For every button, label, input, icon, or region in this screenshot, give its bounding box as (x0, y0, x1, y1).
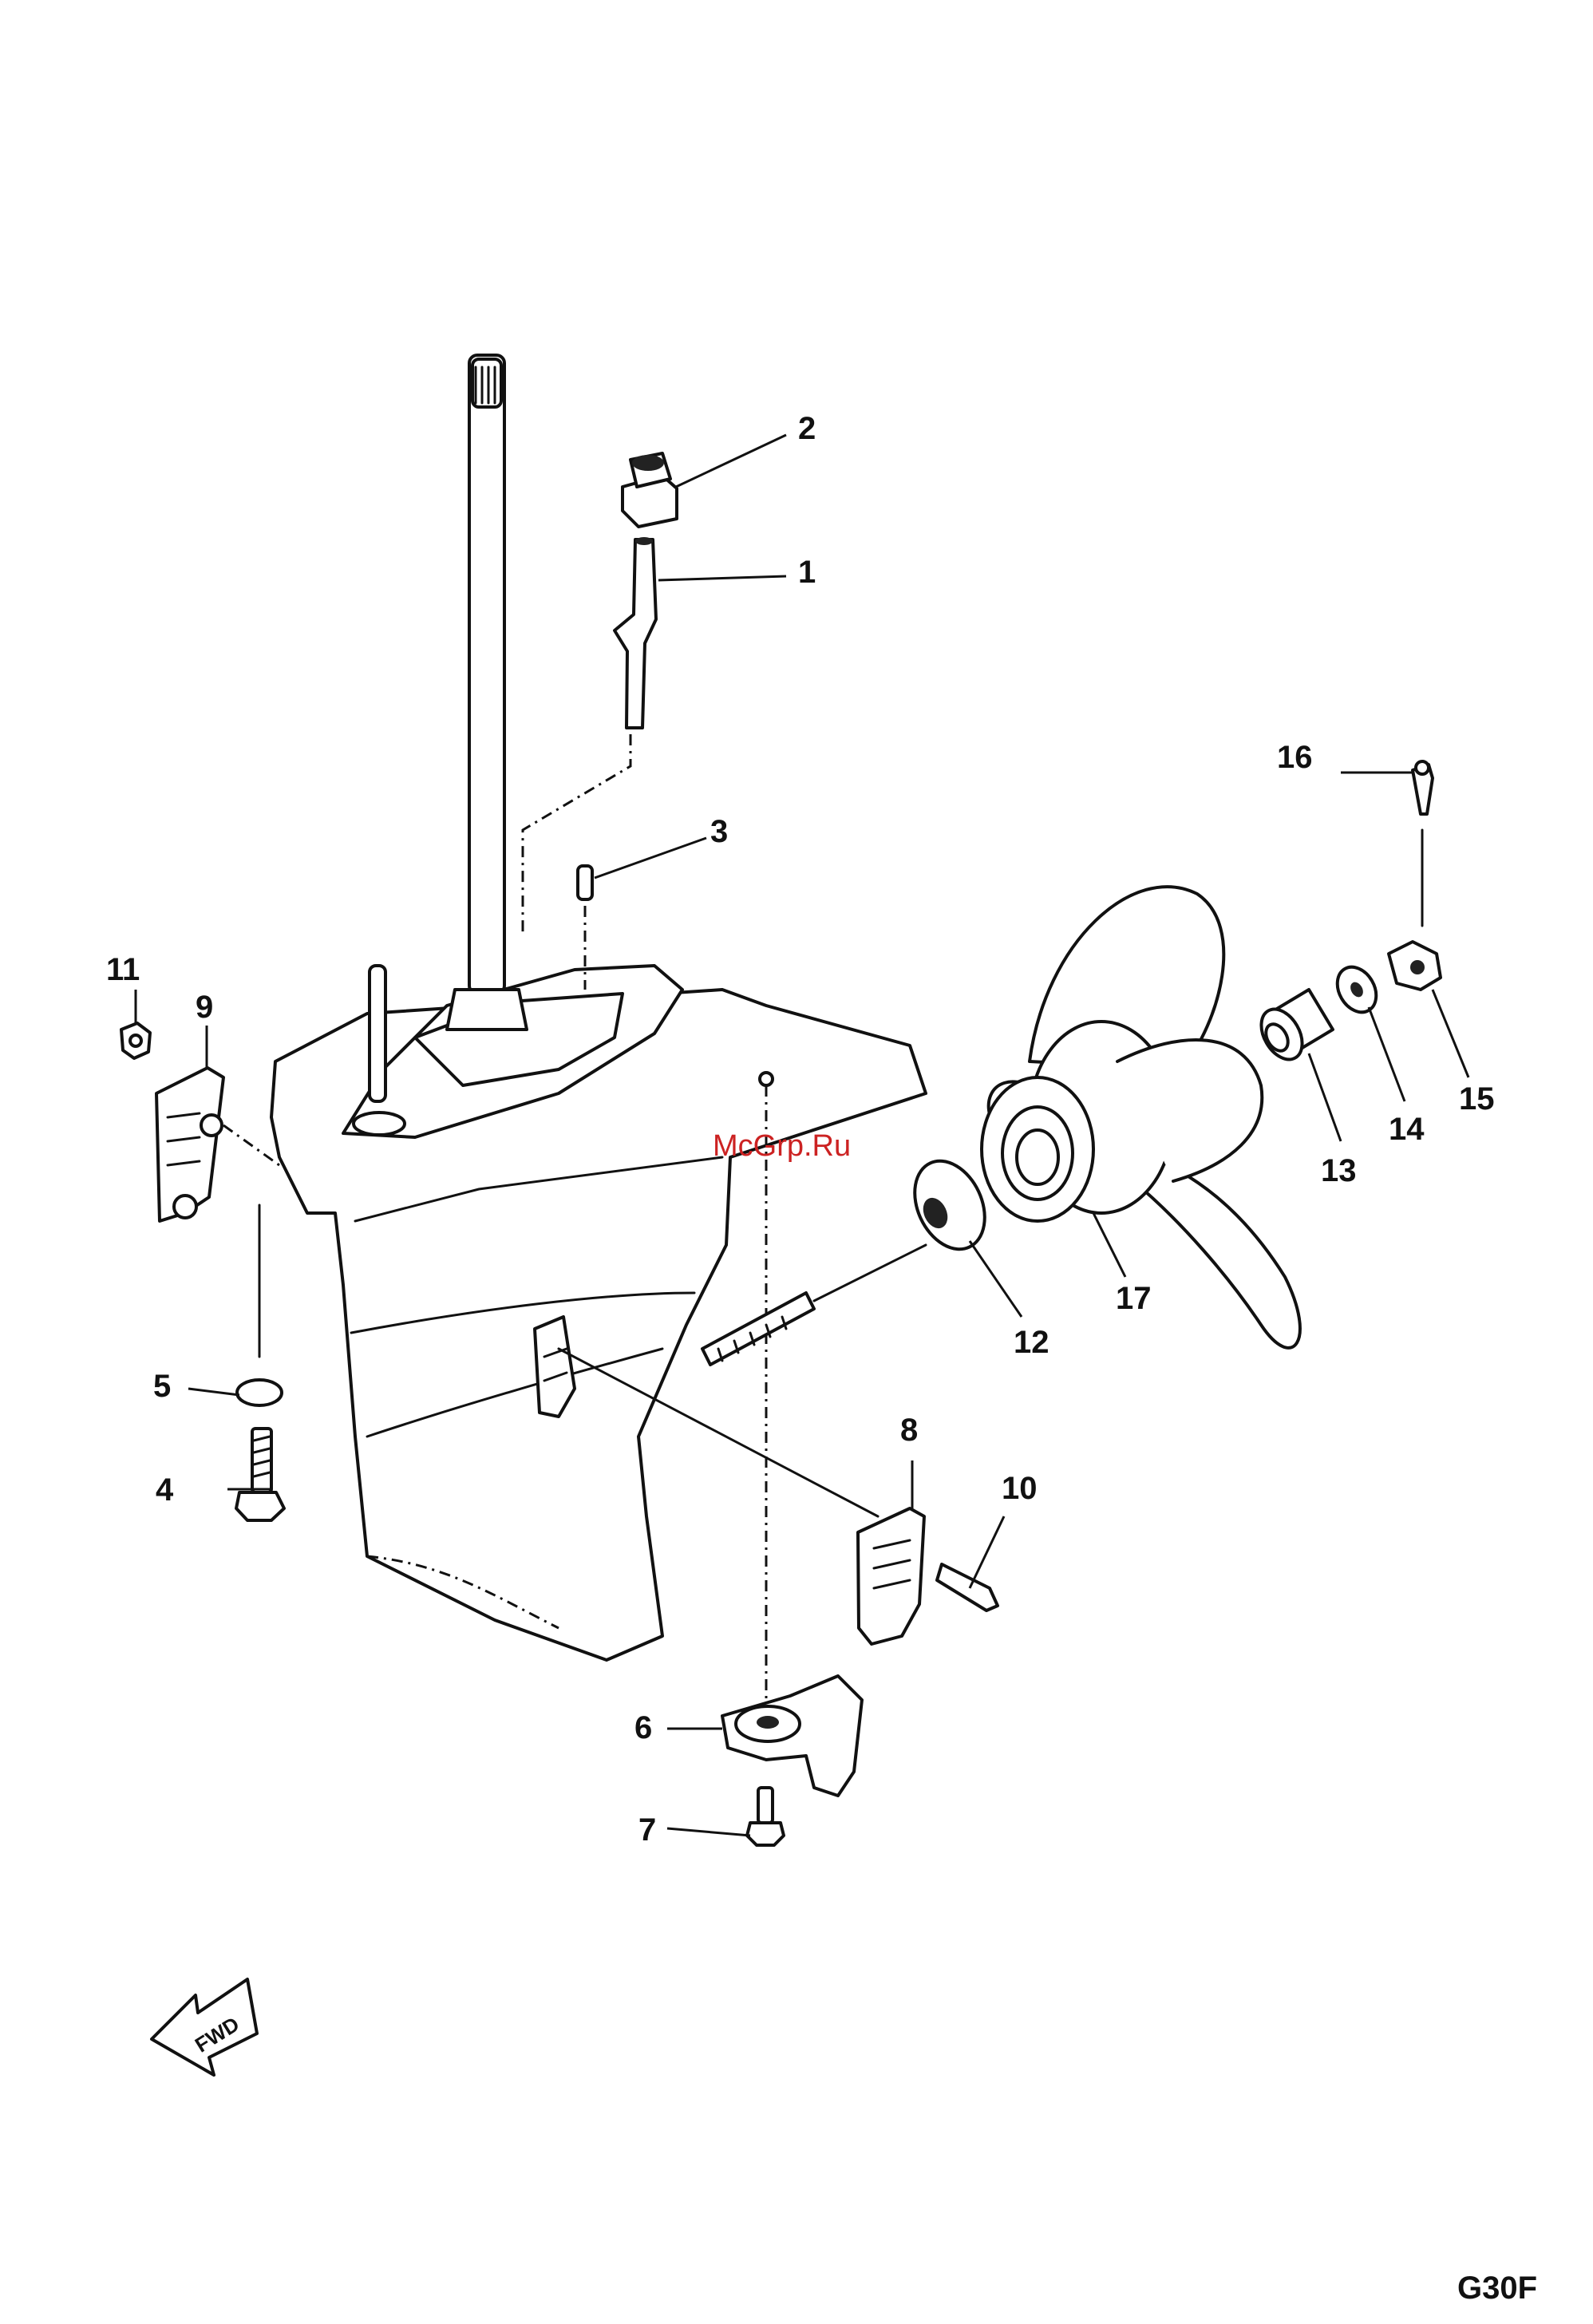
callout-17: 17 (1116, 1281, 1152, 1316)
callout-4: 4 (156, 1472, 174, 1508)
stud (370, 966, 385, 1101)
callout-15: 15 (1459, 1081, 1495, 1117)
castle-nut (1389, 942, 1441, 990)
spacer (1253, 990, 1333, 1066)
hex-nut (121, 1023, 150, 1058)
callout-11: 11 (106, 952, 140, 987)
callout-6: 6 (634, 1710, 652, 1745)
pin (578, 866, 592, 899)
propeller (982, 887, 1300, 1348)
callout-16: 16 (1277, 740, 1313, 775)
callout-3: 3 (710, 814, 728, 849)
plate-axis-line (223, 1125, 279, 1165)
page-id: G30F (1457, 2271, 1537, 2306)
side-anode (858, 1508, 924, 1644)
fwd-arrow: FWD (152, 1979, 257, 2075)
callout-5: 5 (153, 1369, 171, 1404)
rod-axis-line (523, 734, 630, 934)
shaft-axis-line (814, 1245, 926, 1301)
stud-base (354, 1113, 405, 1135)
shift-rod (615, 537, 656, 728)
screw (937, 1564, 998, 1611)
cotter-pin (1413, 761, 1433, 814)
anode-plate (156, 1068, 223, 1221)
grommet (623, 453, 677, 527)
drive-shaft (447, 355, 527, 1030)
hole-marker (760, 1073, 773, 1085)
propeller-shaft (702, 1293, 814, 1365)
callout-10: 10 (1002, 1471, 1038, 1506)
callout-13: 13 (1321, 1153, 1357, 1188)
bolt (236, 1429, 284, 1520)
watermark: McGrp.Ru (713, 1129, 851, 1163)
callout-7: 7 (638, 1812, 656, 1848)
callout-12: 12 (1014, 1325, 1049, 1360)
callout-8: 8 (900, 1413, 918, 1448)
callout-1: 1 (798, 555, 816, 590)
callout-14: 14 (1389, 1112, 1425, 1147)
prop-washer (1330, 960, 1384, 1019)
washer (237, 1380, 282, 1405)
callout-9: 9 (196, 990, 213, 1025)
callout-2: 2 (798, 411, 816, 446)
skeg-anode (722, 1676, 862, 1796)
small-bolt (747, 1788, 784, 1845)
